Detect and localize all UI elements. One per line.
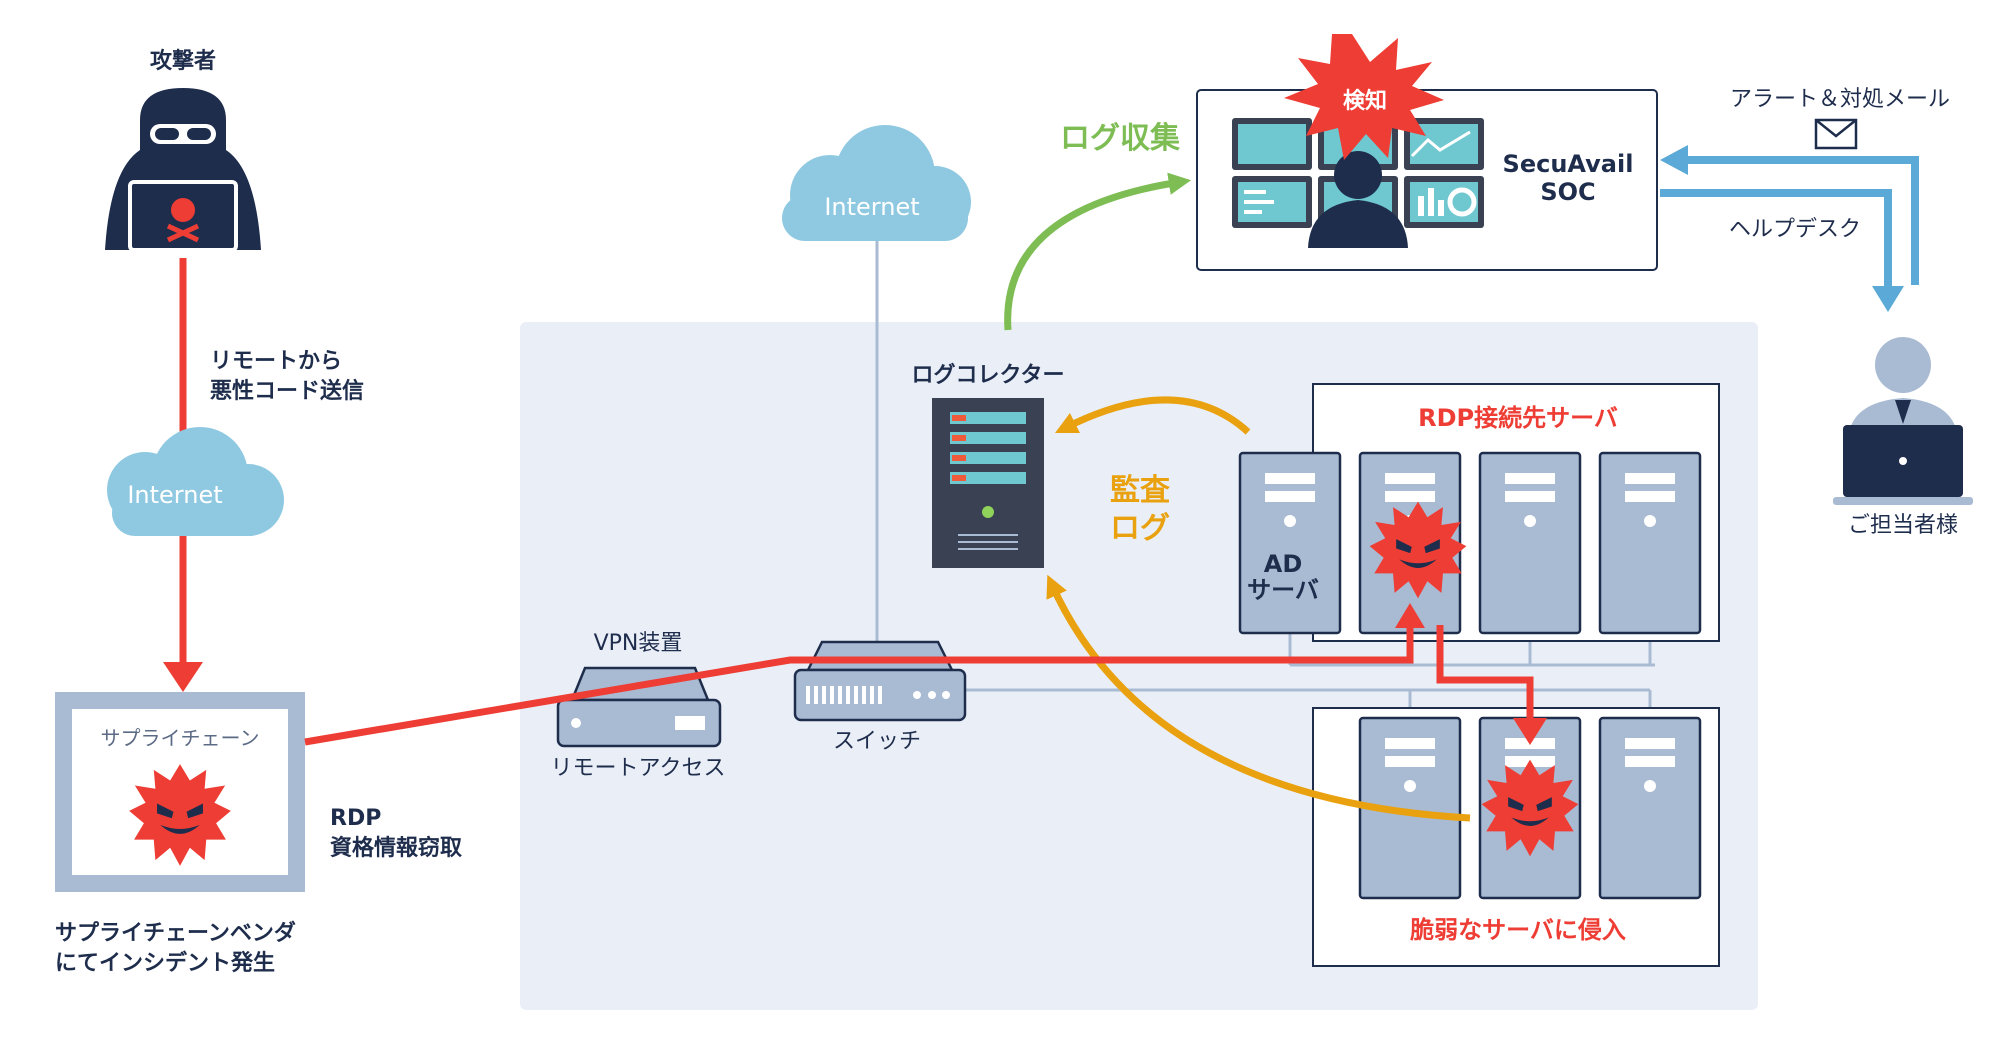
audit-log-line1: 監査 [1110,473,1170,508]
mail-icon [1814,118,1858,150]
person-icon [1833,337,1973,505]
vpn-title: VPN装置 [594,631,683,656]
person-label: ご担当者様 [1848,513,1958,538]
alert-arrow-line [1685,156,1919,285]
vpn-device-icon [556,666,722,748]
rdp-server-icon [1598,451,1702,635]
helpdesk-label: ヘルプデスク [1729,217,1861,242]
vulnerable-server-icon [1598,716,1702,900]
log-collector-label: ログコレクター [911,362,1064,388]
soc-operator-icon [1308,151,1408,248]
left-internet-label: Internet [127,481,222,509]
rdp-theft-line2: 資格情報窃取 [330,835,462,861]
helpdesk-arrow-line [1660,189,1892,290]
detect-label: 検知 [1343,88,1387,114]
ad-server-line1: AD [1264,550,1303,578]
rdp-theft-line1: RDP [330,806,381,831]
attacker-icon [105,88,261,252]
lateral-movement-arrowhead [1513,718,1547,745]
top-cloud-icon [782,125,971,241]
alert-label: アラート＆対処メール [1730,87,1950,112]
audit-log-arrow-bottom [1046,574,1471,822]
rdp-servers-label: RDP接続先サーバ [1418,404,1618,432]
audit-log-arrow-top [1054,396,1251,435]
log-collection-label: ログ収集 [1060,121,1181,156]
left-cloud-icon [107,427,284,536]
lateral-movement-path [1436,625,1534,722]
ad-server-line2: サーバ [1247,576,1319,604]
vulnerable-servers-label: 脆弱なサーバに侵入 [1409,916,1626,944]
ad-server-icon [1238,451,1342,635]
log-collection-arrow [1004,172,1192,331]
remote-send-line2: 悪性コード送信 [210,378,364,404]
attacker-label: 攻撃者 [150,48,216,74]
log-collector-server-icon [932,398,1044,568]
helpdesk-arrowhead [1872,286,1904,312]
alert-arrowhead [1660,145,1688,175]
vpn-caption: リモートアクセス [551,756,726,781]
switch-icon [793,640,967,722]
soc-name-line1: SecuAvail [1503,150,1634,178]
supply-chain-caption-line1: サプライチェーンベンダ [55,920,296,946]
top-internet-label: Internet [824,193,919,221]
audit-log-line2: ログ [1110,511,1170,546]
attack-arrowhead [163,662,203,692]
soc-name-line2: SOC [1540,178,1595,206]
remote-send-line1: リモートから [210,349,342,374]
detect-burst-icon [1284,34,1444,160]
supply-chain-box-label: サプライチェーン [101,726,260,750]
switch-caption: スイッチ [833,729,921,754]
rdp-attack-arrowhead [1395,603,1425,628]
supply-chain-caption-line2: にてインシデント発生 [55,950,275,976]
rdp-server-icon [1478,451,1582,635]
rdp-attack-path [304,620,1414,746]
